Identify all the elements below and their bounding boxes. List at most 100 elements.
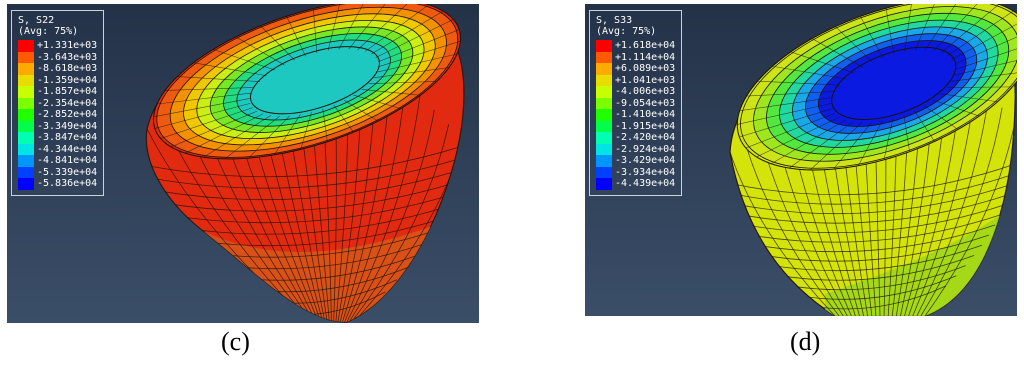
legend-swatch xyxy=(596,109,612,121)
legend-entry: -1.359e+04 xyxy=(18,74,98,86)
legend-value: -5.339e+04 xyxy=(37,166,98,178)
legend-swatch xyxy=(18,97,34,109)
mesh-parallel xyxy=(155,170,459,201)
rim-mesh-line xyxy=(941,4,1000,54)
mesh-parallel xyxy=(788,265,966,291)
mesh-parallel xyxy=(174,206,447,235)
legend-swatch xyxy=(596,97,612,109)
legend-subtitle-c: (Avg: 75%) xyxy=(18,26,79,37)
rim-mesh-line xyxy=(357,4,408,50)
mesh-meridian xyxy=(345,96,421,323)
legend-entry: -3.847e+04 xyxy=(18,132,97,144)
legend-entry: -9.054e+03 xyxy=(596,97,675,109)
legend-swatch xyxy=(596,74,612,86)
rim-mesh-line xyxy=(170,110,258,148)
legend-title-d: S, S33 xyxy=(596,15,633,26)
legend-swatch xyxy=(18,86,34,98)
mesh-parallel xyxy=(810,285,947,310)
legend-value: -1.359e+04 xyxy=(37,74,98,86)
rim-mesh-line xyxy=(361,89,421,96)
rim-mesh-line xyxy=(248,115,290,159)
rim-mesh-line xyxy=(213,49,275,71)
legend-entry: -3.429e+04 xyxy=(596,155,675,167)
legend-swatch xyxy=(596,40,612,52)
legend-swatch xyxy=(596,63,612,75)
rim-mesh-line xyxy=(954,36,1017,65)
rim-mesh-line xyxy=(353,94,401,109)
mesh-parallel xyxy=(770,244,983,272)
rim-mesh-line xyxy=(260,25,295,61)
legend-swatch xyxy=(18,74,34,86)
legend-entry: -1.915e+04 xyxy=(596,120,676,132)
legend-value: -4.439e+04 xyxy=(615,178,676,190)
deformed-shell-c xyxy=(145,4,465,323)
rim-mesh-line xyxy=(833,121,873,170)
mesh-meridian xyxy=(343,83,406,323)
rim-mesh-line xyxy=(368,81,437,84)
legend-swatch xyxy=(596,143,612,155)
mesh-meridian xyxy=(349,124,450,323)
rim-mesh-line xyxy=(757,80,840,86)
legend-value: -4.841e+04 xyxy=(37,155,98,167)
rim-mesh-line xyxy=(322,108,328,142)
rim-mesh-line xyxy=(185,113,264,154)
rim-mesh-line xyxy=(940,93,998,103)
rim-mesh-line xyxy=(914,4,935,51)
rim-mesh-line xyxy=(913,110,935,142)
legend-entry: +1.041e+03 xyxy=(596,74,675,86)
legend-swatch xyxy=(18,40,34,52)
rim-mesh-line xyxy=(923,105,959,130)
legend-swatch xyxy=(18,155,34,167)
legend-entry: +1.331e+03 xyxy=(18,40,97,52)
legend-swatch xyxy=(18,166,34,178)
legend-value: +1.331e+03 xyxy=(37,40,98,52)
legend-swatch xyxy=(596,132,612,144)
legend-value: +6.089e+03 xyxy=(615,63,676,75)
rim-mesh-line xyxy=(745,112,836,149)
mesh-parallel xyxy=(149,145,463,178)
mesh-parallel xyxy=(778,255,975,281)
mesh-parallel xyxy=(151,157,462,189)
legend-swatch xyxy=(18,132,34,144)
legend-entry: -4.344e+04 xyxy=(18,143,97,155)
rim-mesh-line xyxy=(746,91,836,97)
mesh-meridian xyxy=(924,121,1016,316)
legend-entry: +1.114e+04 xyxy=(596,51,675,63)
mesh-parallel xyxy=(737,184,1012,215)
mesh-parallel xyxy=(799,275,957,300)
rim-mesh-line xyxy=(946,86,1013,88)
legend-rows-c: +1.331e+03-3.643e+03-8.618e+03-1.359e+04… xyxy=(18,40,97,190)
rim-mesh-line xyxy=(951,23,1017,60)
rim-mesh-line xyxy=(954,60,1017,76)
legend-entry: -5.836e+04 xyxy=(18,178,97,190)
rim-mesh-line xyxy=(156,92,252,105)
legend-c: S, S22 (Avg: 75%) +1.331e+03-3.643e+03-8… xyxy=(11,10,105,196)
mesh-meridian xyxy=(730,151,836,316)
rim-mesh-line xyxy=(154,103,251,129)
legend-value: -2.852e+04 xyxy=(37,109,98,121)
legend-entry: -4.006e+03 xyxy=(596,86,675,98)
rim-mesh-line xyxy=(737,103,832,125)
rim-mesh-line xyxy=(932,99,980,117)
rim-mesh-line xyxy=(203,115,271,158)
rim-mesh-line xyxy=(378,29,460,63)
rim-mesh-line xyxy=(224,115,280,160)
legend-entry: +1.618e+04 xyxy=(596,40,675,52)
rim-mesh-line xyxy=(365,4,429,52)
rim-mesh-line xyxy=(835,26,873,63)
legend-entry: -3.643e+03 xyxy=(18,51,97,63)
rim-mesh-line xyxy=(924,4,957,51)
contour-plot-panel-c: S, S22 (Avg: 75%) +1.331e+03-3.643e+03-8… xyxy=(7,4,479,323)
legend-value: -1.915e+04 xyxy=(615,120,676,132)
legend-subtitle-d: (Avg: 75%) xyxy=(596,26,657,37)
contour-plot-panel-d: S, S33 (Avg: 75%) +1.618e+04+1.114e+04+6… xyxy=(585,4,1017,316)
legend-value: -3.349e+04 xyxy=(37,120,98,132)
rim-mesh-line xyxy=(286,16,306,57)
legend-entry: -2.354e+04 xyxy=(18,97,97,109)
legend-value: -4.006e+03 xyxy=(615,86,676,98)
mesh-parallel xyxy=(734,173,1014,205)
rim-mesh-line xyxy=(933,4,978,52)
rim-mesh-line xyxy=(333,104,354,133)
legend-title-c: S, S22 xyxy=(18,15,55,26)
mesh-parallel xyxy=(755,224,996,253)
